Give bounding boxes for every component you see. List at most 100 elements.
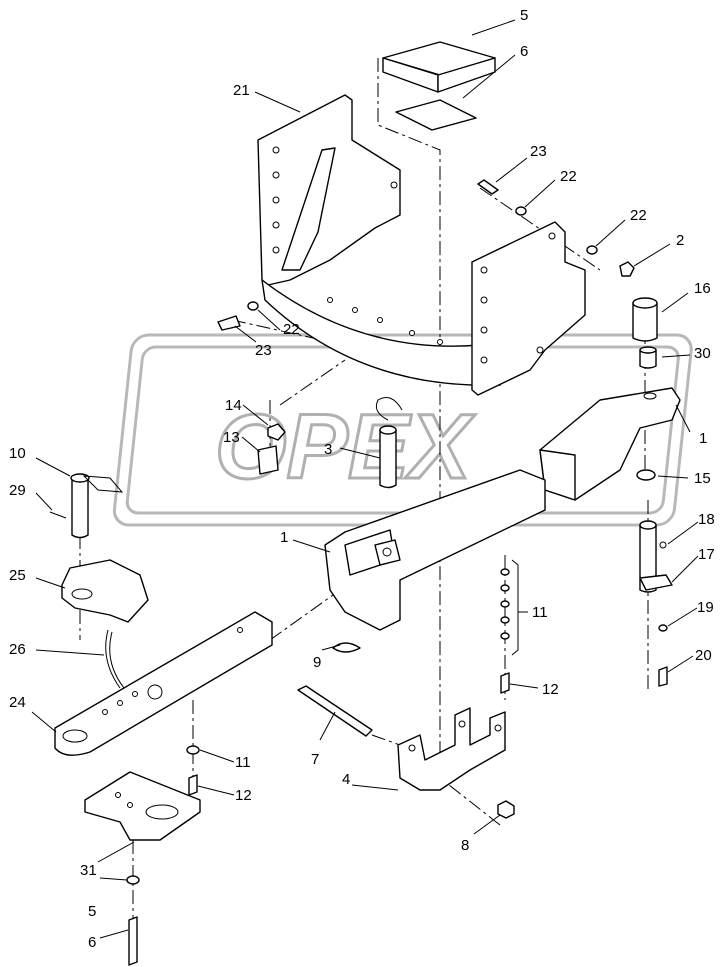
gusset (281, 147, 336, 271)
callout-26: 26 (9, 641, 26, 658)
callout-31: 31 (80, 862, 97, 879)
hardware-lock-stack (500, 559, 519, 694)
drawbar-part-24 (54, 611, 273, 756)
leader-6b (99, 929, 129, 939)
hardware-upper-left (217, 301, 259, 331)
leader-23a (495, 157, 528, 183)
center-line-bolt-7 (371, 734, 501, 826)
callout-7: 7 (311, 751, 319, 768)
leader-30 (661, 354, 691, 358)
leader-5a (471, 19, 516, 36)
pin-3-ring (375, 397, 403, 421)
callout-18: 18 (698, 511, 715, 528)
washer-11-left (186, 745, 200, 755)
hitch-part-25 (61, 559, 149, 623)
hardware-upper-right (477, 179, 635, 277)
spacer-30 (639, 349, 657, 369)
hitch-jaw (71, 588, 93, 600)
drawbar-body (54, 611, 273, 756)
leader-6a (462, 54, 516, 99)
pin-3-shaft (379, 429, 397, 489)
pin-part-3 (375, 397, 403, 489)
pin-right-top (639, 520, 657, 530)
bushing-16 (632, 302, 658, 342)
callout-6: 6 (520, 43, 528, 60)
pin-10-shaft (71, 477, 89, 539)
washer-19 (658, 624, 668, 632)
callout-30: 30 (694, 345, 711, 362)
leader-22b (595, 219, 626, 247)
bolt-12-center (500, 672, 510, 694)
leader-10 (35, 457, 71, 477)
hole (377, 317, 383, 323)
leader-22c (257, 309, 281, 331)
leader-8 (473, 814, 501, 835)
drawbar-large-hole (147, 684, 163, 700)
hole (117, 700, 123, 706)
hole (390, 181, 398, 189)
pin-3-head (379, 425, 397, 435)
bolt-23-upper (477, 179, 499, 195)
plate-31-body (84, 771, 201, 841)
bolt-12-left (188, 774, 198, 796)
clip-part-13-14 (257, 423, 286, 475)
callout-25: 25 (9, 567, 26, 584)
callout-23: 23 (255, 342, 272, 359)
leader-29 (35, 492, 53, 511)
leader-21 (254, 91, 301, 113)
clip-9 (332, 642, 361, 653)
leader-14 (242, 404, 269, 426)
lock-washer (500, 632, 510, 640)
clip-14 (267, 423, 286, 441)
u-bracket-body (397, 707, 506, 791)
callout-10: 10 (9, 445, 26, 462)
drawbar-eye (62, 729, 88, 743)
leader-31 (97, 841, 135, 863)
hole (132, 691, 138, 697)
hole (458, 720, 466, 728)
hole (102, 709, 108, 715)
side-plate-left-part-21 (257, 94, 401, 286)
leader-9 (321, 644, 341, 651)
callout-6: 6 (88, 934, 96, 951)
bolt-23-lower (217, 315, 241, 331)
callout-15: 15 (694, 470, 711, 487)
leader-12b (197, 785, 235, 796)
leader-20 (667, 655, 694, 673)
hole (548, 232, 556, 240)
callout-5: 5 (88, 903, 96, 920)
u-bracket-part-4 (397, 707, 506, 791)
callout-23: 23 (530, 143, 547, 160)
washer-22-lower (247, 301, 259, 311)
hitch-pin-part-10-29 (49, 473, 124, 539)
leader-16 (661, 292, 689, 313)
nut-2 (619, 261, 635, 277)
bushing-16-top (632, 297, 658, 309)
leader-11b (199, 749, 235, 763)
callout-19: 19 (697, 599, 714, 616)
callout-20: 20 (695, 647, 712, 664)
leader-22a (524, 179, 556, 208)
leader-4 (351, 784, 399, 791)
leader-17 (671, 555, 699, 583)
leader-lines (31, 19, 699, 939)
callout-2: 2 (676, 232, 684, 249)
plate-31-slot (145, 804, 179, 820)
leader-24 (31, 711, 57, 733)
washer-15 (636, 469, 656, 481)
callout-24: 24 (9, 694, 26, 711)
callout-13: 13 (223, 429, 240, 446)
leader-1a (675, 404, 691, 433)
callout-5: 5 (520, 7, 528, 24)
leader-3 (339, 447, 381, 459)
callout-11: 11 (532, 604, 548, 621)
leader-5b (99, 877, 128, 881)
spring-26 (105, 629, 125, 689)
plate-left-body (257, 94, 401, 286)
hole (480, 326, 488, 334)
nut-8 (497, 800, 515, 819)
bolt-7 (297, 685, 373, 737)
hole (272, 246, 280, 254)
leader-23b (234, 325, 257, 343)
hole (352, 307, 358, 313)
